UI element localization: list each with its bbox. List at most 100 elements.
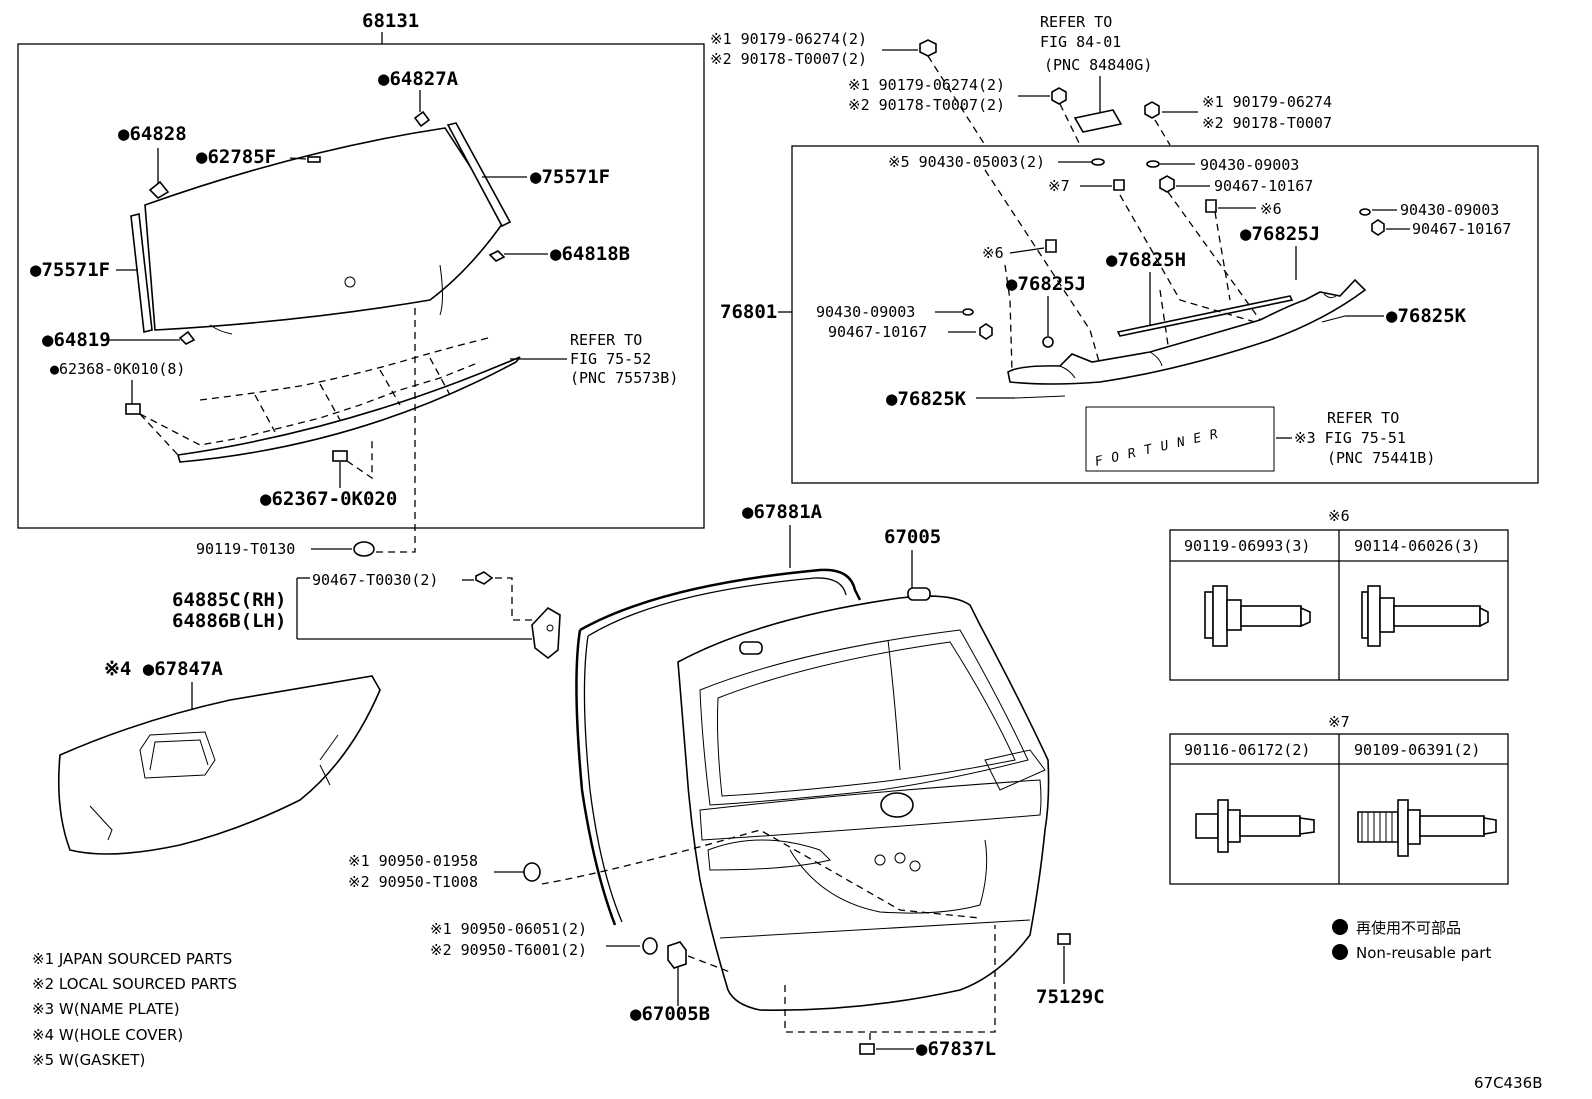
note-5: ※5 W(GASKET) [32, 1051, 145, 1069]
grommet-90950-01958 [523, 862, 541, 882]
back-door-garnish [1007, 278, 1367, 385]
hinge-bracket [531, 606, 561, 660]
note-3: ※3 W(NAME PLATE) [32, 1000, 180, 1018]
garnish-group-box [791, 145, 1539, 484]
label-d9: ※2 90950-T1008 [348, 873, 478, 891]
label-d5: ※4 ●67847A [104, 658, 223, 680]
label-d10: ※1 90950-06051(2) [430, 920, 587, 938]
spoiler [176, 356, 521, 463]
table7-mark: ※7 [1328, 713, 1350, 731]
clip-g11 [1042, 336, 1054, 348]
table6-col2: 90114-06026(3) [1354, 537, 1480, 555]
refer-84-01-line2: FIG 84-01 [1040, 33, 1121, 51]
ref-75-52-line3: (PNC 75573B) [570, 369, 678, 387]
non-reusable-dot-en [1332, 944, 1348, 960]
label-62368: ●62368-0K010(8) [50, 360, 185, 378]
label-d7: 67005 [884, 526, 941, 548]
label-64818B: ●64818B [550, 243, 630, 265]
washer-g2 [1146, 160, 1160, 168]
label-d8: ※1 90950-01958 [348, 852, 478, 870]
label-64827A: ●64827A [378, 68, 459, 90]
label-d4: 64886B(LH) [172, 610, 286, 632]
stud-g3 [1113, 179, 1125, 191]
label-a1: ※1 90179-06274(2) [710, 30, 867, 48]
label-d2: 90467-T0030(2) [312, 571, 438, 589]
table7-col1: 90116-06172(2) [1184, 741, 1310, 759]
clip-90119-T0130 [353, 541, 375, 557]
bolt-90114-06026 [1361, 585, 1489, 647]
license-lamp [1073, 109, 1123, 133]
clip-62785F [307, 156, 321, 163]
clip-64828 [148, 180, 170, 200]
label-g11: ●76825J [1006, 273, 1086, 295]
hole-cover [58, 675, 381, 855]
label-g5: ※6 [1260, 200, 1282, 218]
nameplate-fortuner: FORTUNER [1094, 425, 1229, 470]
nut-c [1144, 101, 1160, 119]
label-d6: ●67881A [742, 501, 823, 523]
bolt-g5 [1205, 199, 1217, 213]
clip-64819 [178, 330, 196, 345]
glass-group-box [17, 43, 705, 529]
label-g6: 90430-09003 [1400, 201, 1499, 219]
ref-75-51-line2: ※3 FIG 75-51 [1294, 429, 1406, 447]
clip-64827A [413, 110, 431, 128]
clip-64818B [488, 250, 506, 262]
bolt-90119-06993 [1204, 585, 1311, 647]
label-g2: 90430-09003 [1200, 156, 1299, 174]
cap-75129C [1057, 933, 1071, 945]
note-4: ※4 W(HOLE COVER) [32, 1026, 183, 1044]
label-75571F-left: ●75571F [30, 259, 110, 281]
bolt-g8 [1045, 239, 1057, 253]
label-d12: ●67005B [630, 1003, 710, 1025]
label-g13: 90467-10167 [828, 323, 927, 341]
weatherstrip-67881A [575, 568, 862, 926]
label-b1: ※1 90179-06274(2) [848, 76, 1005, 94]
nut-g4 [1159, 175, 1175, 193]
ref-75-52-line2: FIG 75-52 [570, 350, 651, 368]
label-g15: ●76825K [886, 388, 967, 410]
label-d11: ※2 90950-T6001(2) [430, 941, 587, 959]
washer-g6 [1359, 208, 1371, 216]
label-g14: ●76825K [1386, 305, 1467, 327]
label-75571F-right: ●75571F [530, 166, 610, 188]
side-moulding-left [130, 213, 153, 333]
back-glass [144, 127, 506, 335]
stud-90109-06391 [1357, 799, 1497, 857]
label-g8: ※6 [982, 244, 1004, 262]
stopper-67005B [667, 941, 687, 969]
non-reusable-jp: 再使用不可部品 [1356, 919, 1461, 937]
label-c2: ※2 90178-T0007 [1202, 114, 1332, 132]
refer-84-01-line1: REFER TO [1040, 13, 1112, 31]
non-reusable-en: Non-reusable part [1356, 944, 1491, 962]
label-a2: ※2 90178-T0007(2) [710, 50, 867, 68]
nameplate-box [1085, 406, 1275, 472]
non-reusable-dot-jp [1332, 919, 1348, 935]
label-64828: ●64828 [118, 123, 187, 145]
label-g1: ※5 90430-05003(2) [888, 153, 1045, 171]
table7-col2: 90109-06391(2) [1354, 741, 1480, 759]
clip-62368 [125, 403, 141, 415]
grommet-90950-06051 [642, 937, 658, 955]
side-moulding-right [446, 122, 512, 228]
nut-a [919, 39, 937, 57]
label-g3: ※7 [1048, 177, 1070, 195]
refer-84-01-line3: (PNC 84840G) [1044, 56, 1152, 74]
ref-75-51-line3: (PNC 75441B) [1327, 449, 1435, 467]
gasket-g1 [1091, 158, 1105, 166]
clip-62367 [332, 450, 348, 462]
label-d1: 90119-T0130 [196, 540, 295, 558]
back-door-panel [677, 587, 1050, 1011]
garnish-upper-strip [1116, 295, 1294, 337]
nut-g13 [979, 323, 993, 340]
ref-75-51-line1: REFER TO [1327, 409, 1399, 427]
label-64819: ●64819 [42, 329, 111, 351]
diagram-code: 67C436B [1474, 1074, 1542, 1092]
label-76801: 76801 [720, 301, 777, 323]
label-68131: 68131 [362, 10, 419, 32]
label-g9: ●76825J [1240, 223, 1320, 245]
label-d13: 75129C [1036, 986, 1105, 1008]
table6-mark: ※6 [1328, 507, 1350, 525]
label-g10: ●76825H [1106, 249, 1186, 271]
